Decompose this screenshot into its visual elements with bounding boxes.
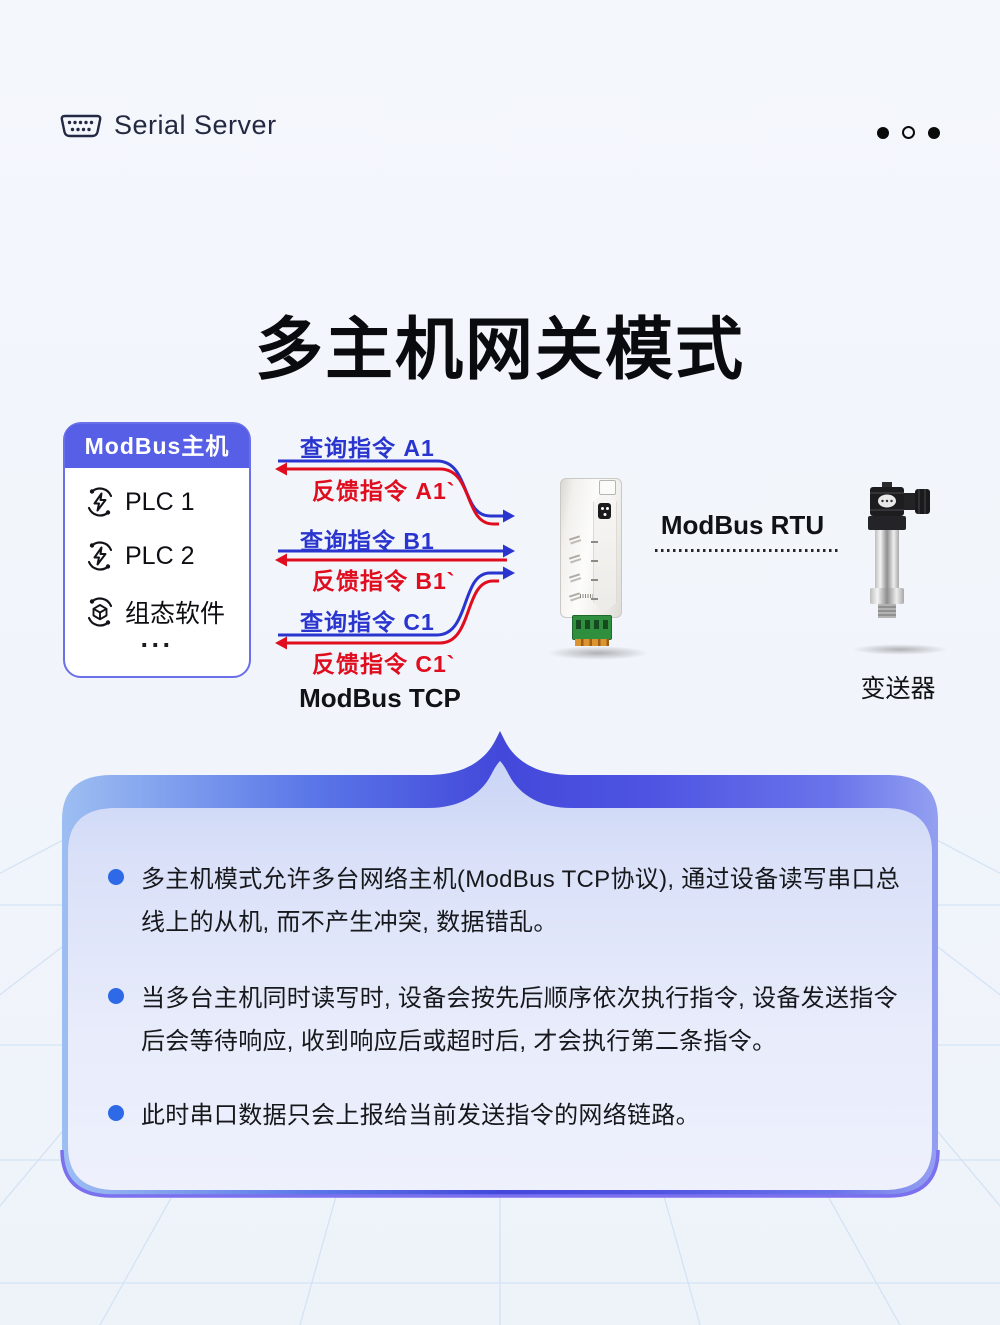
info-bullet: 此时串口数据只会上报给当前发送指令的网络链路。	[108, 1094, 912, 1137]
pager-dot-filled[interactable]	[877, 126, 889, 139]
pager-dot-filled[interactable]	[928, 126, 940, 139]
master-item-label: PLC 1	[125, 487, 195, 516]
device-shadow	[547, 646, 649, 660]
rtu-dotted-line	[655, 549, 838, 552]
modbus-tcp-label: ModBus TCP	[299, 683, 461, 713]
bullet-dot-icon	[108, 988, 124, 1004]
modbus-rtu-label: ModBus RTU	[660, 510, 825, 540]
device-logo-icon	[598, 503, 611, 519]
master-more-ellipsis: ···	[140, 630, 174, 660]
transmitter-label: 变送器	[860, 675, 936, 703]
brand-name: Serial Server	[114, 110, 277, 140]
master-item-plc1: PLC 1	[84, 486, 194, 518]
master-item-scada: 组态软件	[84, 594, 225, 630]
device-terminal-block	[572, 615, 612, 640]
device-led-label	[591, 598, 598, 600]
device-barcode	[580, 594, 593, 598]
master-item-label: 组态软件	[125, 600, 226, 628]
master-item-label: PLC 2	[125, 541, 195, 570]
device-top-sticker	[599, 480, 616, 495]
master-box-title: ModBus主机	[65, 424, 249, 468]
transmitter-shadow	[852, 644, 948, 655]
info-bullet: 多主机模式允许多台网络主机(ModBus TCP协议), 通过设备读写串口总线上…	[108, 858, 912, 944]
flow-query-label: 查询指令 B1	[300, 528, 435, 554]
plc-icon	[87, 487, 113, 517]
master-item-plc2: PLC 2	[84, 540, 194, 572]
info-panel-bubble	[60, 731, 940, 1198]
transmitter-device	[868, 482, 930, 618]
device-led	[568, 535, 581, 541]
bullet-dot-icon	[108, 1105, 124, 1121]
device-led-label	[591, 541, 598, 543]
device-led-label	[591, 560, 598, 562]
brand: Serial Server	[60, 110, 277, 141]
flow-feedback-label: 反馈指令 A1`	[312, 478, 456, 504]
device-led	[568, 592, 581, 598]
serial-port-icon	[60, 114, 102, 137]
carousel-dots[interactable]	[877, 126, 940, 139]
flow-query-label: 查询指令 A1	[300, 435, 435, 461]
device-led	[568, 554, 581, 560]
device-led	[568, 573, 581, 579]
bullet-dot-icon	[108, 869, 124, 885]
scada-software-icon	[87, 597, 113, 627]
bullet-text: 当多台主机同时读写时, 设备会按先后顺序依次执行指令, 设备发送指令后会等待响应…	[141, 985, 898, 1055]
flow-arrows	[275, 459, 515, 650]
modbus-master-box: ModBus主机 PLC 1 PLC 2	[63, 422, 251, 678]
bullet-text: 多主机模式允许多台网络主机(ModBus TCP协议), 通过设备读写串口总线上…	[141, 866, 900, 936]
bullet-text: 此时串口数据只会上报给当前发送指令的网络链路。	[141, 1102, 700, 1129]
flow-feedback-label: 反馈指令 B1`	[312, 568, 456, 594]
flow-feedback-label: 反馈指令 C1`	[312, 651, 456, 677]
plc-icon	[87, 541, 113, 571]
device-body	[560, 478, 622, 618]
pager-dot-outline[interactable]	[902, 126, 915, 139]
device-terminal-pins	[575, 639, 609, 646]
flow-query-label: 查询指令 C1	[300, 609, 435, 635]
serial-server-device	[545, 470, 655, 665]
page-title: 多主机网关模式	[254, 311, 745, 388]
device-led-label	[591, 579, 598, 581]
info-bullet: 当多台主机同时读写时, 设备会按先后顺序依次执行指令, 设备发送指令后会等待响应…	[108, 977, 912, 1063]
